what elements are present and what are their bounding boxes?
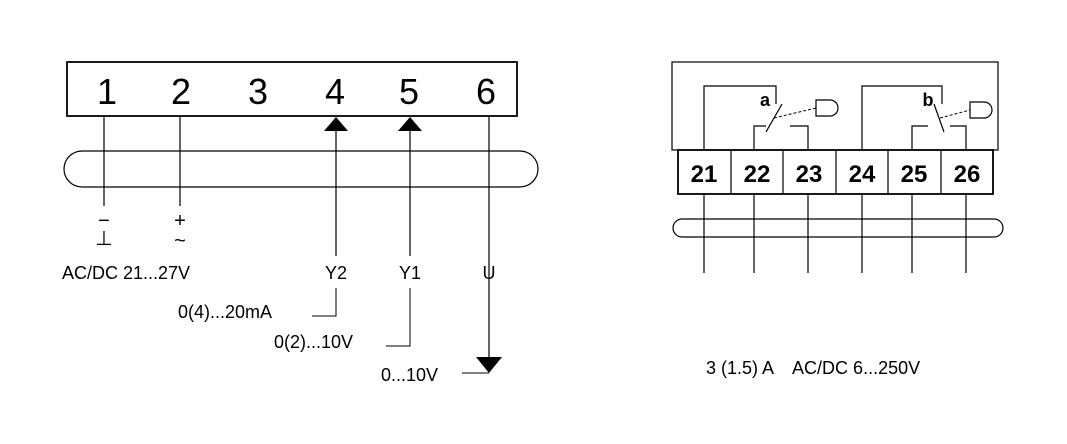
terminal-22: 22 [744,161,771,188]
relay-b-linkage [939,109,971,119]
terminal-26: 26 [954,161,981,188]
auxiliary-switch-diagram: a b 21 22 23 24 25 26 [671,61,1004,378]
terminal-4: 4 [325,71,345,112]
relay-b-nc [911,125,928,150]
arrow-up-icon [398,117,422,131]
ground-symbol: ⊥ [95,228,112,250]
relay-a-linkage [773,107,817,119]
relay-b-contact [933,103,945,133]
relay-rating: 3 (1.5) A AC/DC 6...250V [706,358,920,378]
signal-y2-range: 0(4)...20mA [178,302,272,322]
relay-a-common [703,85,777,150]
terminal-block [66,61,518,117]
terminal-23: 23 [796,161,823,188]
signal-y1-range: 0(2)...10V [274,332,353,352]
switch-housing [671,61,999,151]
signal-u-range: 0...10V [381,365,438,385]
terminal-25: 25 [901,161,928,188]
signal-y1-leader [386,288,411,347]
tilde-mark: ~ [174,230,186,252]
cable-sheath [63,150,539,188]
y2-label: Y2 [325,263,347,283]
terminal-2: 2 [171,71,191,112]
relay-b-common [861,85,943,150]
terminal-24: 24 [849,161,876,188]
relay-a-nc [753,125,766,150]
y1-label: Y1 [399,263,421,283]
terminal-5: 5 [399,71,419,112]
signal-y2-leader [312,288,337,317]
relay-b-label: b [923,90,934,110]
relay-a-label: a [760,90,771,110]
relay-b-actuator-icon [969,101,993,119]
relay-a-actuator-icon [815,99,839,117]
arrow-down-icon [476,357,502,373]
relay-b-no [950,125,967,150]
u-label: U [483,263,496,283]
relay-cable-sheath [672,218,1004,238]
minus-mark: − [98,210,110,232]
relay-a-no [790,125,809,150]
terminal-6: 6 [476,71,496,112]
arrow-up-icon [324,117,348,131]
supply-label: AC/DC 21...27V [62,263,190,283]
terminal-21: 21 [691,161,718,188]
terminal-3: 3 [248,71,268,112]
plus-mark: + [174,210,186,232]
terminal-1: 1 [97,71,117,112]
actuator-terminal-diagram: 1 2 3 4 5 6 − ⊥ + ~ AC/DC 21...27V Y2 Y1… [62,61,539,385]
